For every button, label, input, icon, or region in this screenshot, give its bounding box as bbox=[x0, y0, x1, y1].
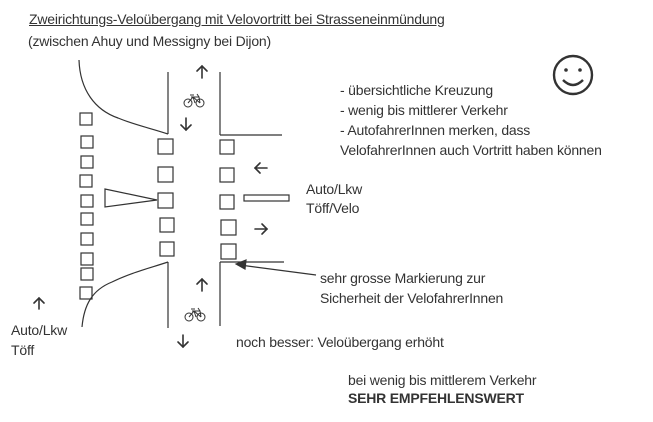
yield-wedge-marking bbox=[104, 188, 158, 208]
arrow-down-icon-bottom bbox=[177, 334, 189, 349]
marking-callout-text: sehr grosse Markierung zur bbox=[320, 270, 486, 286]
side-road-label: Auto/Lkw bbox=[11, 322, 67, 338]
diagram-title: Zweirichtungs-Veloübergang mit Velovortr… bbox=[29, 11, 445, 27]
crossing-right-square-markings bbox=[219, 139, 237, 260]
note-item: VelofahrerInnen auch Vortritt haben könn… bbox=[340, 142, 602, 158]
arrow-right-icon bbox=[254, 223, 269, 235]
note-item: - übersichtliche Kreuzung bbox=[340, 82, 493, 98]
arrow-left-icon bbox=[253, 162, 268, 174]
curb-top-left bbox=[78, 59, 169, 135]
marking-callout-text: Sicherheit der VelofahrerInnen bbox=[320, 290, 504, 306]
recommendation-label: SEHR EMPFEHLENSWERT bbox=[348, 390, 524, 406]
smiley-face-icon bbox=[552, 54, 594, 96]
note-item: - AutofahrerInnen merken, dass bbox=[340, 122, 531, 138]
side-road-median-bar bbox=[243, 194, 290, 202]
bicycle-icon-top bbox=[183, 93, 205, 108]
bicycle-icon-bottom bbox=[184, 307, 206, 322]
recommendation-condition: bei wenig bis mittlerem Verkehr bbox=[348, 372, 537, 388]
arrow-down-icon-top bbox=[180, 117, 192, 132]
crossing-left-square-markings bbox=[157, 138, 175, 257]
left-square-markings bbox=[79, 112, 94, 300]
main-road-label: Auto/Lkw bbox=[306, 181, 362, 197]
curb-bottom-left bbox=[81, 261, 169, 328]
arrow-up-icon-side-road bbox=[33, 296, 45, 310]
arrow-up-icon-top bbox=[196, 64, 208, 79]
side-road-label: Töff bbox=[11, 342, 35, 358]
callout-arrow bbox=[234, 259, 317, 276]
improvement-note: noch besser: Veloübergang erhöht bbox=[236, 334, 444, 350]
main-road-label: Töff/Velo bbox=[306, 200, 360, 216]
diagram-subtitle: (zwischen Ahuy und Messigny bei Dijon) bbox=[28, 33, 271, 49]
note-item: - wenig bis mittlerer Verkehr bbox=[340, 102, 508, 118]
arrow-up-icon-bottom bbox=[196, 277, 208, 292]
